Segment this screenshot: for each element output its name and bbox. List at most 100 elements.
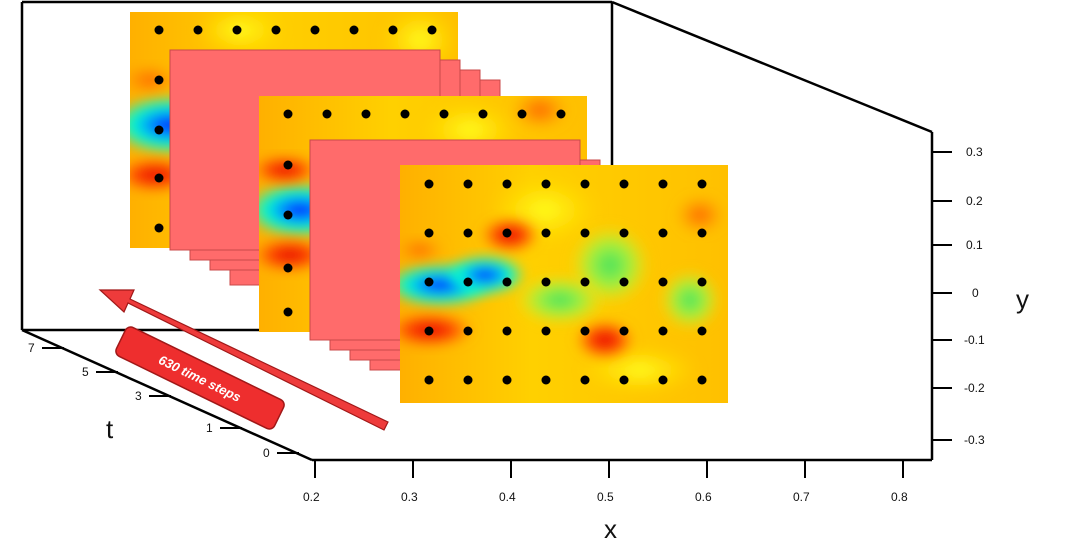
probe-marker	[502, 375, 512, 385]
probe-marker	[424, 326, 434, 336]
t-tick-label: 5	[82, 365, 89, 379]
flow-snapshot-front	[400, 165, 728, 403]
probe-marker	[424, 375, 434, 385]
probe-marker	[439, 109, 449, 119]
x-axis	[314, 460, 904, 478]
probe-marker	[580, 277, 590, 287]
probe-marker	[361, 109, 371, 119]
probe-marker	[463, 277, 473, 287]
probe-marker	[619, 326, 629, 336]
probe-marker	[697, 326, 707, 336]
t-axis-title: t	[106, 414, 114, 444]
x-axis-title: x	[604, 514, 617, 544]
probe-marker	[541, 277, 551, 287]
probe-marker	[580, 228, 590, 238]
x-tick-label: 0.7	[793, 490, 810, 504]
x-tick-label: 0.3	[401, 490, 418, 504]
probe-marker	[310, 25, 320, 35]
probe-marker	[658, 326, 668, 336]
probe-marker	[619, 179, 629, 189]
probe-marker	[154, 25, 164, 35]
probe-marker	[154, 173, 164, 183]
time-steps-banner: 630 time steps	[115, 326, 285, 430]
t-axis	[42, 347, 299, 454]
probe-marker	[283, 109, 293, 119]
x-tick-label: 0.8	[891, 490, 908, 504]
probe-marker	[283, 210, 293, 220]
t-tick-labels: 7 5 3 1 0	[28, 341, 270, 460]
y-tick-label: -0.1	[964, 333, 985, 347]
t-tick-label: 0	[263, 446, 270, 460]
time-direction-arrow	[98, 289, 389, 431]
probe-marker	[697, 228, 707, 238]
x-tick-labels: 0.2 0.3 0.4 0.5 0.6 0.7 0.8	[303, 490, 908, 504]
t-tick-label: 1	[206, 421, 213, 435]
probe-marker	[580, 179, 590, 189]
x-tick-label: 0.5	[597, 490, 614, 504]
probe-marker	[424, 277, 434, 287]
probe-marker	[541, 375, 551, 385]
y-tick-label: 0	[972, 286, 979, 300]
t-tick-label: 3	[135, 389, 142, 403]
probe-marker	[697, 375, 707, 385]
probe-marker	[154, 125, 164, 135]
probe-marker	[463, 228, 473, 238]
probe-marker	[478, 109, 488, 119]
probe-marker	[502, 228, 512, 238]
probe-marker	[541, 326, 551, 336]
probe-marker	[619, 228, 629, 238]
probe-marker	[502, 277, 512, 287]
probe-marker	[463, 375, 473, 385]
probe-marker	[388, 25, 398, 35]
probe-marker	[283, 263, 293, 273]
probe-marker	[232, 25, 242, 35]
t-tick-label: 7	[28, 341, 35, 355]
x-tick-label: 0.6	[695, 490, 712, 504]
probe-marker	[658, 375, 668, 385]
probe-marker	[697, 277, 707, 287]
probe-marker	[541, 228, 551, 238]
y-tick-label: -0.2	[964, 381, 985, 395]
probe-marker	[154, 75, 164, 85]
probe-marker	[658, 277, 668, 287]
probe-marker	[271, 25, 281, 35]
probe-marker	[283, 307, 293, 317]
probe-marker	[517, 109, 527, 119]
probe-marker	[619, 375, 629, 385]
probe-marker	[619, 277, 629, 287]
probe-marker	[424, 228, 434, 238]
probe-marker	[580, 326, 590, 336]
probe-marker	[556, 109, 566, 119]
y-axis-title: y	[1016, 284, 1029, 314]
y-tick-labels: 0.3 0.2 0.1 0 -0.1 -0.2 -0.3	[964, 145, 985, 447]
y-tick-label: 0.1	[966, 238, 983, 252]
probe-marker	[322, 109, 332, 119]
y-tick-label: -0.3	[964, 433, 985, 447]
probe-marker	[427, 25, 437, 35]
probe-marker	[697, 179, 707, 189]
probe-markers-middle	[283, 109, 566, 317]
probe-marker	[463, 326, 473, 336]
probe-marker	[502, 179, 512, 189]
probe-marker	[154, 223, 164, 233]
probe-marker	[541, 179, 551, 189]
x-tick-label: 0.4	[499, 490, 516, 504]
probe-markers-back	[154, 25, 437, 233]
probe-marker	[349, 25, 359, 35]
probe-marker	[502, 326, 512, 336]
y-tick-label: 0.2	[966, 194, 983, 208]
probe-marker	[463, 179, 473, 189]
y-axis	[932, 151, 952, 441]
x-tick-label: 0.2	[303, 490, 320, 504]
y-tick-label: 0.3	[966, 145, 983, 159]
probe-markers-front	[424, 179, 707, 385]
probe-marker	[400, 109, 410, 119]
probe-marker	[658, 228, 668, 238]
probe-marker	[283, 160, 293, 170]
probe-marker	[658, 179, 668, 189]
probe-marker	[424, 179, 434, 189]
probe-marker	[580, 375, 590, 385]
probe-marker	[193, 25, 203, 35]
